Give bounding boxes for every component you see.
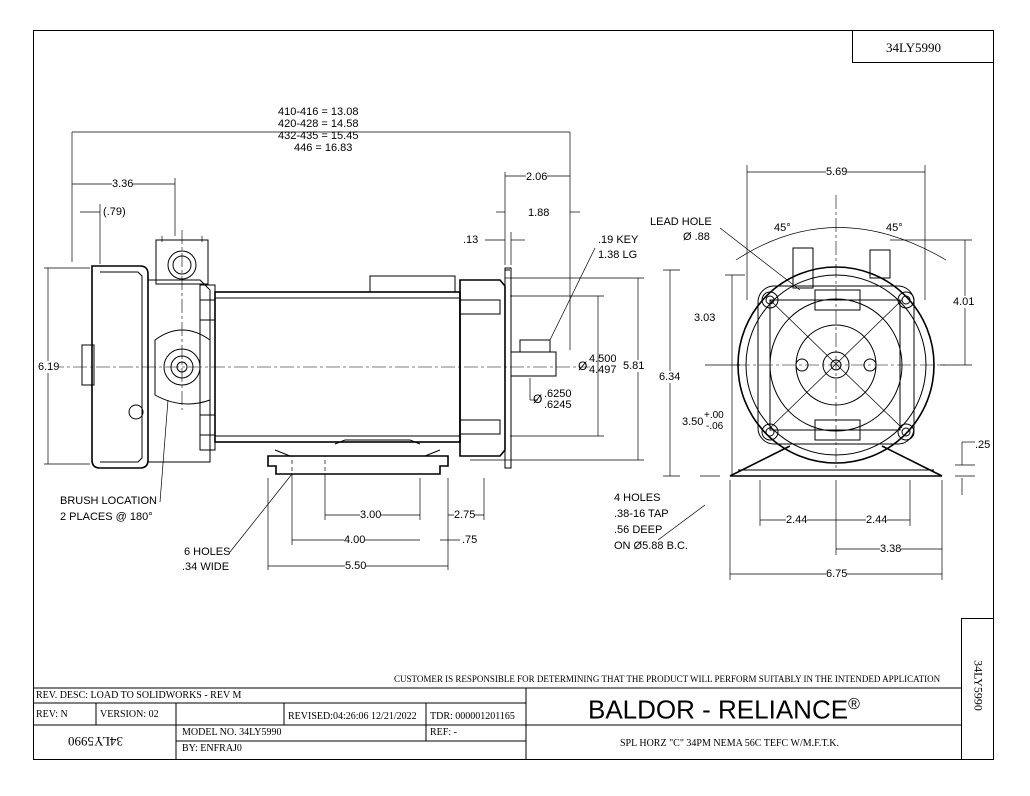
registered-mark: ® bbox=[848, 696, 860, 713]
dim-5-69: 5.69 bbox=[826, 166, 848, 178]
side-part-number-box bbox=[961, 618, 994, 760]
holes-note-line2: .34 WIDE bbox=[182, 561, 230, 573]
dim-2-44-right: 2.44 bbox=[866, 514, 888, 526]
key-note-line1: .19 KEY bbox=[598, 234, 639, 246]
dim-3-50: 3.50 bbox=[682, 416, 704, 428]
bore-dia-top: .6250 bbox=[544, 388, 572, 400]
end-holes-note-line4: ON Ø5.88 B.C. bbox=[614, 540, 688, 552]
dim-0-75: .75 bbox=[462, 534, 478, 546]
dim-2-75: 2.75 bbox=[454, 509, 476, 521]
dim-3-00: 3.00 bbox=[360, 509, 382, 521]
tol-minus: -.06 bbox=[706, 421, 724, 432]
part-number-mirrored: 34LY5990 bbox=[68, 734, 124, 749]
angle-left: 45° bbox=[774, 222, 791, 234]
dim-2-06: 2.06 bbox=[526, 171, 548, 183]
bore-dia-prefix: Ø bbox=[533, 392, 543, 406]
angle-right: 45° bbox=[886, 222, 903, 234]
dim-2-44-left: 2.44 bbox=[786, 514, 808, 526]
holes-note-line1: 6 HOLES bbox=[184, 546, 231, 558]
end-view-motor bbox=[729, 195, 945, 477]
dim-6-19: 6.19 bbox=[38, 361, 60, 373]
key-note-line2: 1.38 LG bbox=[598, 249, 638, 261]
overall-length-line-2: 420-428 = 14.58 bbox=[278, 118, 359, 130]
overall-length-line-4: 446 = 16.83 bbox=[294, 142, 353, 154]
lead-hole-line1: LEAD HOLE bbox=[650, 216, 712, 228]
dim-5-81: 5.81 bbox=[623, 360, 645, 372]
model-no: MODEL NO. 34LY5990 bbox=[182, 727, 282, 738]
version: VERSION: 02 bbox=[100, 709, 159, 720]
lead-hole-line2: Ø .88 bbox=[683, 231, 710, 243]
dim-6-75: 6.75 bbox=[826, 568, 848, 580]
dim-3-36: 3.36 bbox=[112, 178, 134, 190]
overall-length-line-3: 432-435 = 15.45 bbox=[278, 130, 359, 142]
tol-plus: +.00 bbox=[704, 410, 724, 421]
end-holes-note-line2: .38-16 TAP bbox=[614, 508, 669, 520]
end-holes-note-line3: .56 DEEP bbox=[614, 524, 663, 536]
rev: REV: N bbox=[36, 709, 68, 720]
brand-text: BALDOR - RELIANCE bbox=[588, 694, 849, 725]
brand-name: BALDOR - RELIANCE® bbox=[588, 690, 860, 725]
overall-length-line-1: 410-416 = 13.08 bbox=[278, 106, 359, 118]
product-description: SPL HORZ "C" 34PM NEMA 56C TEFC W/M.F.T.… bbox=[620, 738, 839, 749]
shaft-dia-bottom: 4.497 bbox=[589, 364, 617, 376]
side-view-motor bbox=[50, 230, 590, 475]
title-block-lines bbox=[33, 687, 961, 760]
ref: REF: - bbox=[430, 727, 457, 738]
dim-3-03: 3.03 bbox=[694, 312, 716, 324]
dim-3-38: 3.38 bbox=[880, 543, 902, 555]
drawing-frame bbox=[33, 30, 994, 760]
disclaimer: CUSTOMER IS RESPONSIBLE FOR DETERMINING … bbox=[394, 674, 941, 684]
end-holes-note-line1: 4 HOLES bbox=[614, 492, 661, 504]
rev-desc: REV. DESC: LOAD TO SOLIDWORKS - REV M bbox=[36, 690, 242, 701]
dim-5-50: 5.50 bbox=[345, 560, 367, 572]
dim-6-34: 6.34 bbox=[659, 371, 681, 383]
part-number-top: 34LY5990 bbox=[886, 40, 942, 55]
by: BY: ENFRAJ0 bbox=[182, 743, 242, 754]
bore-dia-bottom: .6245 bbox=[544, 399, 572, 411]
part-number-box bbox=[852, 30, 994, 63]
shaft-dia-prefix: Ø bbox=[578, 359, 588, 373]
brush-note-line2: 2 PLACES @ 180° bbox=[60, 511, 153, 523]
revised: REVISED:04:26:06 12/21/2022 bbox=[288, 711, 417, 722]
dim-0-79: (.79) bbox=[103, 206, 126, 218]
dim-0-25: .25 bbox=[975, 439, 991, 451]
brush-note-line1: BRUSH LOCATION bbox=[60, 495, 157, 507]
dim-4-00: 4.00 bbox=[344, 534, 366, 546]
tdr: TDR: 000001201165 bbox=[430, 711, 515, 722]
dim-1-88: 1.88 bbox=[528, 207, 550, 219]
dim-0-13: .13 bbox=[463, 234, 479, 246]
dim-4-01: 4.01 bbox=[953, 296, 975, 308]
shaft-dia-top: 4.500 bbox=[589, 353, 617, 365]
